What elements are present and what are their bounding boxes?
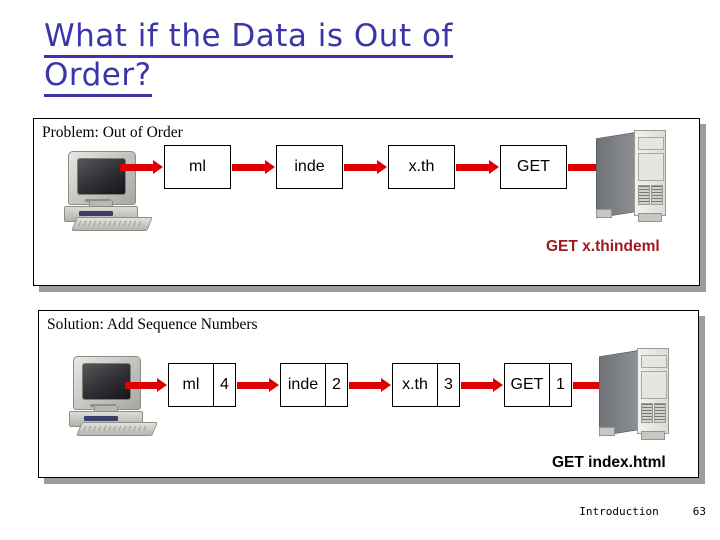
packet-label: inde xyxy=(294,158,325,175)
packet-box: inde 2 xyxy=(280,363,348,407)
packet-label: ml xyxy=(189,158,206,175)
panel-problem-caption: Problem: Out of Order xyxy=(42,124,183,141)
arrow-head xyxy=(157,378,167,392)
server-foot xyxy=(596,209,612,218)
server-foot xyxy=(641,431,665,440)
monitor-brand-strip xyxy=(90,404,116,407)
floppy-drive-slot xyxy=(79,211,113,216)
server-side-panel xyxy=(599,349,641,437)
arrow-shaft xyxy=(125,381,157,389)
arrow-head xyxy=(377,160,387,174)
server-drive-bay xyxy=(638,153,664,181)
flow-arrow xyxy=(344,160,387,174)
packet-sequence-number: 1 xyxy=(549,364,571,406)
arrow-shaft xyxy=(232,163,265,171)
panel-problem: Problem: Out of Order ml inde x.th xyxy=(33,118,700,286)
keyboard-keys xyxy=(78,221,143,226)
page-title-line-2: Order? xyxy=(44,57,152,97)
arrow-shaft xyxy=(456,163,489,171)
packet-sequence-number: 3 xyxy=(437,364,459,406)
server-vent xyxy=(654,403,666,423)
arrow-head xyxy=(493,378,503,392)
arrow-shaft xyxy=(349,381,381,389)
arrow-shaft xyxy=(344,163,377,171)
reassembled-request-text: GET index.html xyxy=(552,454,666,471)
arrow-head xyxy=(153,160,163,174)
packet-label: x.th xyxy=(408,158,435,175)
panel-solution: Solution: Add Sequence Numbers ml 4 inde… xyxy=(38,310,699,478)
monitor-screen xyxy=(77,158,126,195)
monitor-stand xyxy=(89,201,113,208)
arrow-head xyxy=(265,160,275,174)
page-title-line-1: What if the Data is Out of xyxy=(44,18,453,58)
desktop-computer-icon xyxy=(61,356,158,436)
slide-footer: Introduction 63 xyxy=(0,505,720,518)
packet-label: ml xyxy=(182,376,200,393)
server-tower-icon xyxy=(594,129,666,222)
packet-box: ml 4 xyxy=(168,363,236,407)
flow-arrow xyxy=(120,160,163,174)
flow-arrow xyxy=(456,160,499,174)
packet-sequence-number: 4 xyxy=(213,364,235,406)
server-drive-bay xyxy=(641,355,667,368)
packet-box: x.th 3 xyxy=(392,363,460,407)
monitor-screen xyxy=(82,363,131,400)
footer-section-label: Introduction xyxy=(579,505,659,518)
packet-box: GET xyxy=(500,145,567,189)
server-front-panel xyxy=(634,130,666,216)
floppy-drive-slot xyxy=(84,416,118,421)
server-foot xyxy=(599,427,615,436)
server-tower-icon xyxy=(597,347,669,440)
packet-label: GET xyxy=(510,376,544,393)
monitor-shell xyxy=(68,151,136,205)
arrow-shaft xyxy=(573,381,607,389)
flow-arrow xyxy=(237,378,279,392)
flow-arrow xyxy=(349,378,391,392)
arrow-shaft xyxy=(568,163,602,171)
page-title: What if the Data is Out of Order? xyxy=(44,18,644,97)
server-vent xyxy=(641,403,653,423)
keyboard-keys xyxy=(83,426,148,431)
reassembled-request-text: GET x.thindeml xyxy=(546,238,660,255)
flow-arrow xyxy=(461,378,503,392)
keyboard-icon xyxy=(71,217,153,231)
arrow-shaft xyxy=(237,381,269,389)
server-drive-bay xyxy=(641,371,667,399)
packet-box: ml xyxy=(164,145,231,189)
arrow-shaft xyxy=(461,381,493,389)
server-side-panel xyxy=(596,131,638,219)
server-vent xyxy=(638,185,650,205)
panel-solution-caption: Solution: Add Sequence Numbers xyxy=(47,316,258,333)
footer-page-number: 63 xyxy=(692,505,706,518)
arrow-shaft xyxy=(120,163,153,171)
arrow-head xyxy=(381,378,391,392)
arrow-head xyxy=(269,378,279,392)
flow-arrow xyxy=(232,160,275,174)
packet-box: GET 1 xyxy=(504,363,572,407)
packet-label: GET xyxy=(517,158,550,175)
packet-box: x.th xyxy=(388,145,455,189)
server-front-panel xyxy=(637,348,669,434)
packet-sequence-number: 2 xyxy=(325,364,347,406)
flow-arrow xyxy=(125,378,167,392)
server-vent xyxy=(651,185,663,205)
arrow-head xyxy=(489,160,499,174)
monitor-brand-strip xyxy=(85,199,111,202)
desktop-computer-icon xyxy=(56,151,153,231)
packet-label: inde xyxy=(287,376,319,393)
server-foot xyxy=(638,213,662,222)
packet-box: inde xyxy=(276,145,343,189)
monitor-stand xyxy=(94,406,118,413)
keyboard-icon xyxy=(76,422,158,436)
packet-label: x.th xyxy=(402,376,428,393)
server-drive-bay xyxy=(638,137,664,150)
